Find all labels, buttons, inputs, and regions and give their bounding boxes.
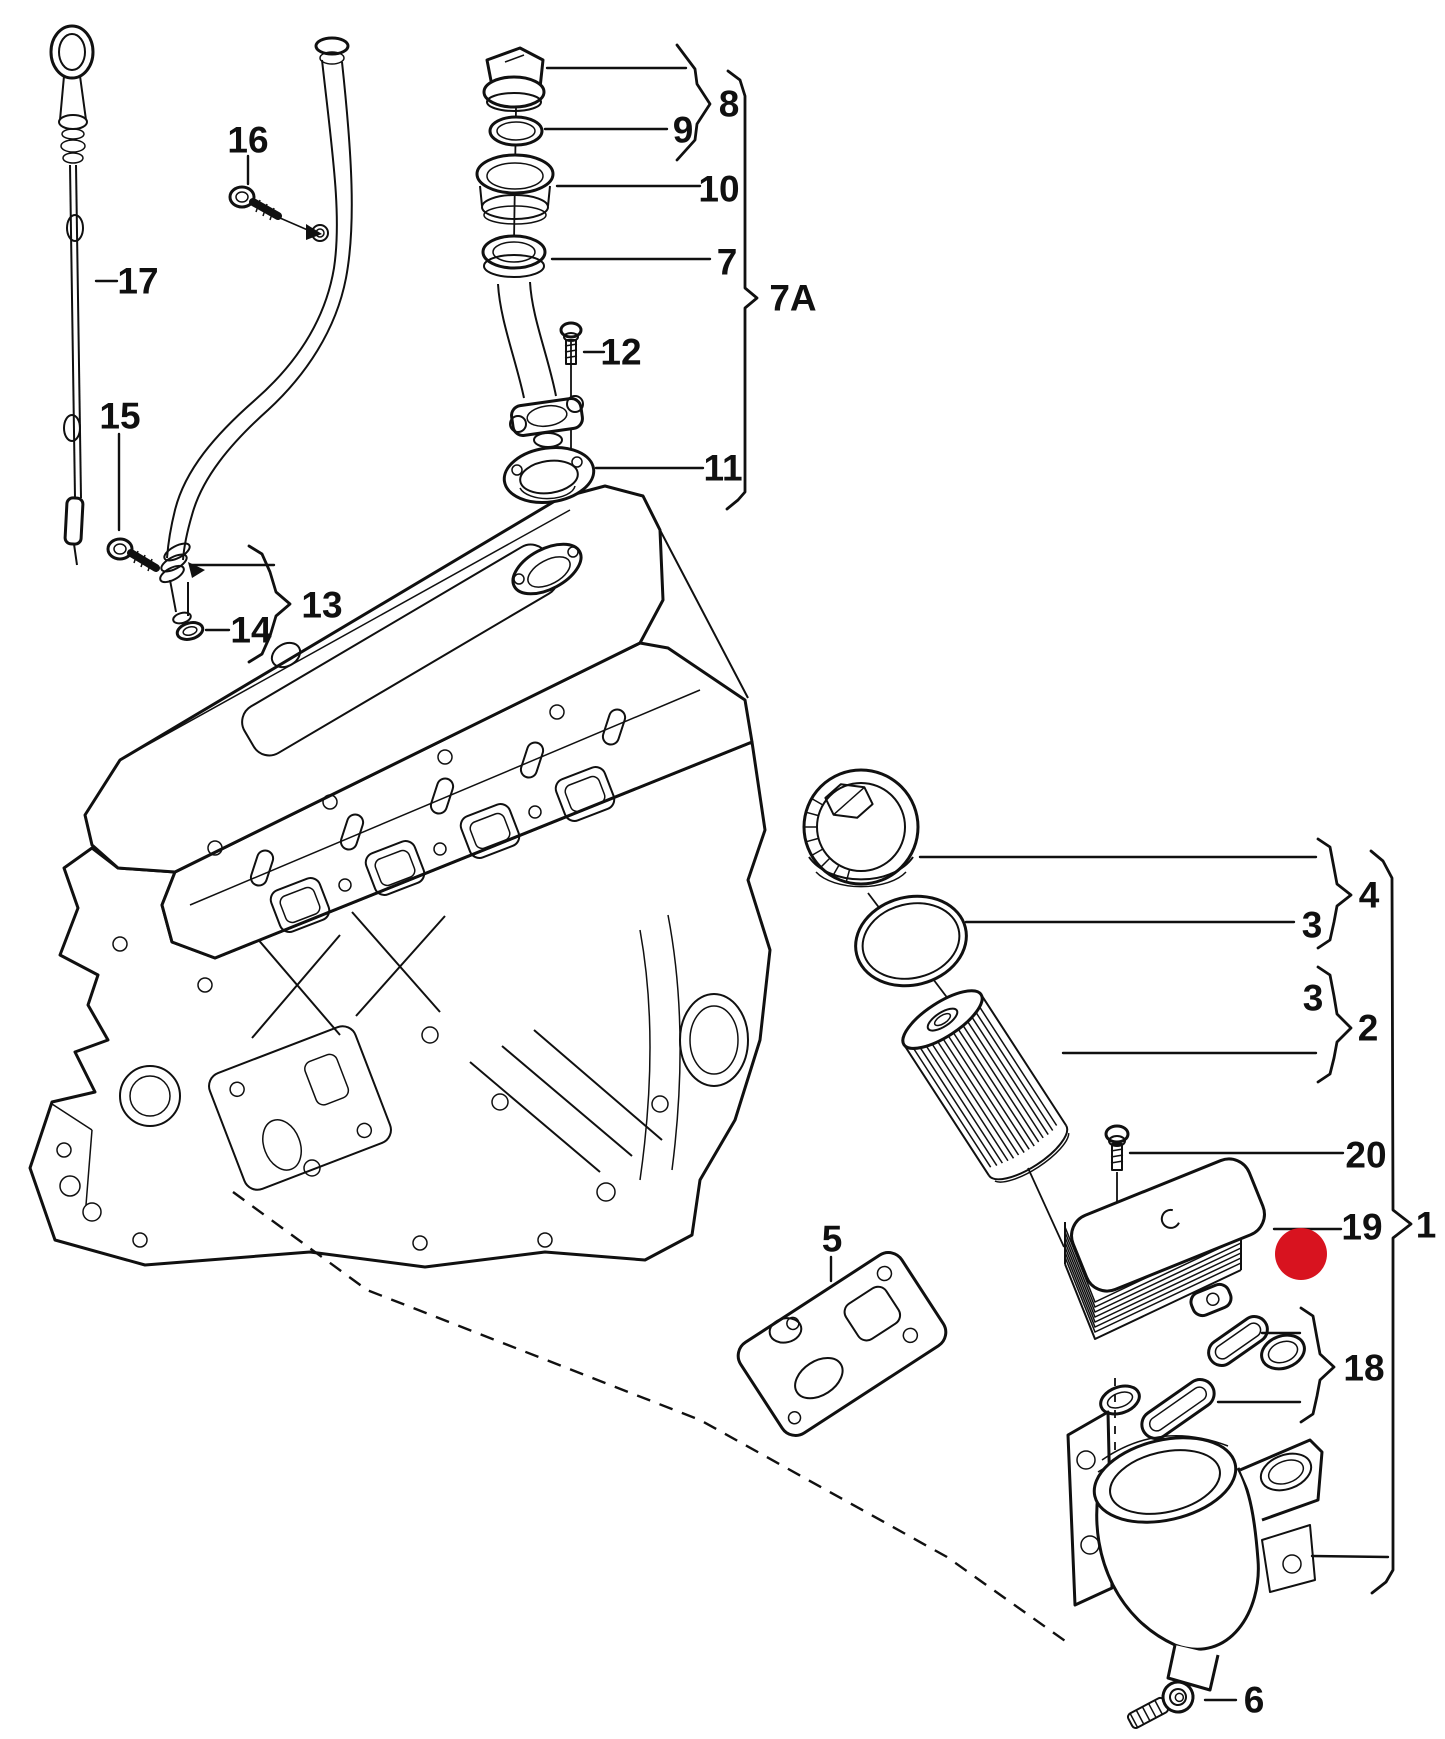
exhaust-port-gaskets <box>269 766 616 933</box>
filler-tube <box>497 281 584 448</box>
callout-5[interactable]: 5 <box>822 1219 843 1260</box>
oil-cooler-19 <box>1064 1157 1266 1340</box>
brace-8 <box>675 43 712 162</box>
callout-6[interactable]: 6 <box>1244 1680 1265 1721</box>
filter-element-2 <box>901 989 1070 1183</box>
brace-4 <box>1316 837 1353 950</box>
callout-13[interactable]: 13 <box>301 585 342 626</box>
callout-3-15[interactable]: 3 <box>1303 978 1324 1019</box>
leader-lines <box>94 66 1390 1702</box>
engine-block <box>28 740 772 1269</box>
callout-10[interactable]: 10 <box>698 169 739 210</box>
cap-seal-7 <box>481 234 547 278</box>
cooler-seals-18 <box>1099 1315 1306 1440</box>
engine-sketch <box>28 484 1069 1644</box>
callout-1[interactable]: 1 <box>1416 1205 1437 1246</box>
brace-13 <box>247 544 292 664</box>
brace-1 <box>1369 849 1413 1595</box>
brace-18 <box>1299 1306 1336 1424</box>
callout-7A[interactable]: 7A <box>769 278 816 319</box>
bolt-15 <box>106 537 205 578</box>
filter-housing-cap <box>802 768 920 888</box>
oil-filler-cap <box>482 46 546 112</box>
gasket-5 <box>736 1251 948 1437</box>
grouping-braces <box>247 43 1413 1595</box>
timing-bore <box>119 1065 181 1127</box>
o-ring-14 <box>175 621 205 641</box>
seal-ring-9 <box>488 115 544 147</box>
o-ring-3 <box>854 894 968 988</box>
block-mount-plate <box>208 1025 392 1191</box>
cap-knurling <box>804 797 851 883</box>
bolt-12 <box>559 321 583 365</box>
callout-12[interactable]: 12 <box>600 332 641 373</box>
filler-gasket-11 <box>502 446 596 504</box>
callout-16[interactable]: 16 <box>227 120 268 161</box>
cylinder-head <box>160 529 754 960</box>
callout-3-14[interactable]: 3 <box>1302 905 1323 946</box>
bolt-6 <box>1126 1680 1195 1730</box>
callout-2[interactable]: 2 <box>1358 1008 1379 1049</box>
oil-filter-housing <box>1066 1378 1324 1692</box>
head-bolts <box>249 708 627 887</box>
valve-cover <box>83 484 665 874</box>
bolt-16 <box>228 185 322 240</box>
callout-8[interactable]: 8 <box>719 84 740 125</box>
callout-18[interactable]: 18 <box>1343 1348 1384 1389</box>
callout-19[interactable]: 19 <box>1341 1207 1382 1248</box>
callout-9[interactable]: 9 <box>673 110 694 151</box>
callout-14[interactable]: 14 <box>230 610 272 651</box>
bolt-20 <box>1104 1124 1130 1171</box>
cooler-tab <box>1189 1282 1233 1318</box>
arrowhead <box>306 224 322 240</box>
callout-17[interactable]: 17 <box>117 261 158 302</box>
callout-7[interactable]: 7 <box>717 242 738 283</box>
brace-7A <box>725 69 759 511</box>
dipstick-guide-tube <box>159 36 353 641</box>
highlight-marker[interactable] <box>1275 1228 1327 1280</box>
callout-15[interactable]: 15 <box>99 396 140 437</box>
brace-2 <box>1316 965 1353 1084</box>
callout-11[interactable]: 11 <box>703 448 742 489</box>
callout-4[interactable]: 4 <box>1359 875 1380 916</box>
funnel-insert-10 <box>475 153 555 225</box>
callout-20[interactable]: 20 <box>1345 1135 1386 1176</box>
dipstick <box>49 24 95 566</box>
filler-boss <box>511 542 583 596</box>
